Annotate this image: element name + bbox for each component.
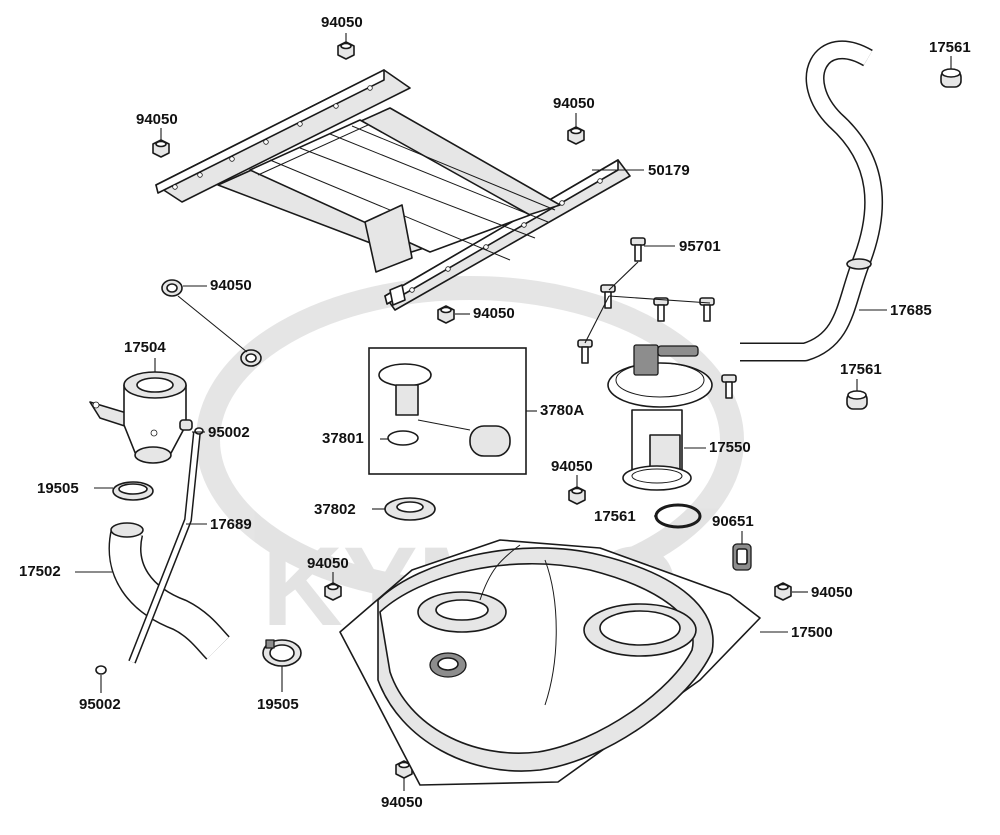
callout-17561-right: 17561	[840, 361, 882, 378]
callout-19505-left: 19505	[37, 480, 79, 497]
fuel-tank-17500	[339, 539, 761, 786]
callout-17561-ring: 17561	[594, 508, 636, 525]
callout-94050-lower: 94050	[307, 555, 349, 572]
hose-clip-90651	[732, 543, 752, 571]
callout-19505-bottom: 19505	[257, 696, 299, 713]
callout-94050-top: 94050	[321, 14, 363, 31]
hex-nut-upper-mid	[567, 126, 585, 145]
hex-nut-top	[337, 41, 355, 60]
clip-95002-mid	[194, 427, 204, 435]
callout-95002-mid: 95002	[208, 424, 250, 441]
hex-nut-tank-right	[774, 582, 792, 601]
hex-nut-center	[437, 305, 455, 324]
leader-lines	[75, 33, 952, 791]
hose-band-19505-bottom	[262, 639, 302, 667]
fuel-hose-17685	[740, 40, 884, 362]
filler-neck-17504	[89, 371, 193, 464]
callout-94050-upper-left: 94050	[136, 111, 178, 128]
hose-clamp-right	[846, 390, 868, 410]
callout-17504: 17504	[124, 339, 166, 356]
callout-94050-upper-mid: 94050	[553, 95, 595, 112]
hex-nut-bottom	[395, 760, 413, 779]
collar-nut-lower	[240, 349, 262, 367]
callout-37802: 37802	[314, 501, 356, 518]
breather-tube-17689	[128, 431, 201, 664]
callout-90651: 90651	[712, 513, 754, 530]
callout-50179: 50179	[648, 162, 690, 179]
collar-nut-upper	[161, 279, 183, 297]
callout-17500: 17500	[791, 624, 833, 641]
hex-nut-lower	[324, 582, 342, 601]
fuel-pump-17550	[607, 344, 713, 491]
callout-94050-mid-left: 94050	[210, 277, 252, 294]
callout-17550: 17550	[709, 439, 751, 456]
callout-17561-top-right: 17561	[929, 39, 971, 56]
callout-17689: 17689	[210, 516, 252, 533]
callout-17685: 17685	[890, 302, 932, 319]
callout-17502: 17502	[19, 563, 61, 580]
callout-37801: 37801	[322, 430, 364, 447]
hex-nut-pump	[568, 486, 586, 505]
hose-clamp-top-right	[940, 68, 962, 88]
hose-band-19505-left	[112, 481, 154, 501]
callout-95701: 95701	[679, 238, 721, 255]
callout-94050-bottom: 94050	[381, 794, 423, 811]
fuel-sender-kit-3780A	[368, 347, 527, 475]
callout-95002-bottom: 95002	[79, 696, 121, 713]
callout-94050-center: 94050	[473, 305, 515, 322]
clip-95002-bottom	[95, 665, 107, 675]
filler-hose-17502	[108, 522, 230, 660]
callout-94050-pump: 94050	[551, 458, 593, 475]
hex-nut-upper-left	[152, 139, 170, 158]
callout-3780A: 3780A	[540, 402, 585, 419]
gasket-37802	[384, 497, 436, 521]
mounting-frame-50179	[155, 69, 631, 311]
frame-mounting-holes	[172, 85, 603, 293]
callout-94050-tank-right: 94050	[811, 584, 853, 601]
